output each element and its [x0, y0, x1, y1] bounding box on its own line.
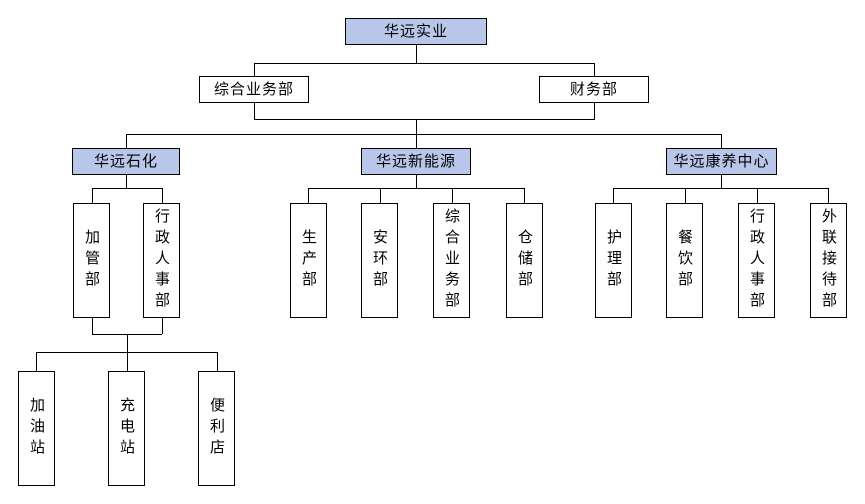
connector-line [308, 188, 309, 203]
node-label: 外联接待部 [820, 208, 838, 313]
node-label: 华远新能源 [375, 152, 456, 170]
connector-line [127, 334, 128, 352]
node-label: 餐饮部 [676, 229, 694, 292]
node-label: 仓储部 [516, 229, 534, 292]
node-label: 行政人事部 [748, 208, 766, 313]
connector-line [126, 134, 127, 148]
connector-line [594, 63, 595, 76]
node-gas-station: 加油站 [18, 371, 55, 486]
node-charging-station: 充电站 [108, 371, 145, 486]
connector-line [254, 63, 255, 76]
node-warehouse-dept: 仓储部 [506, 203, 543, 318]
node-label: 便利店 [208, 397, 226, 460]
node-label: 综合业务部 [213, 80, 294, 98]
connector-line [254, 63, 595, 64]
node-finance-dept: 财务部 [539, 76, 649, 103]
node-general-business-dept-new-energy: 综合业务部 [433, 203, 470, 318]
connector-line [613, 188, 829, 189]
node-label: 护理部 [605, 229, 623, 292]
node-label: 加管部 [83, 229, 101, 292]
node-nursing-dept: 护理部 [595, 203, 632, 318]
connector-line [721, 134, 722, 148]
connector-line [308, 188, 525, 189]
node-huayuan-new-energy: 华远新能源 [361, 148, 471, 175]
node-label: 华远实业 [383, 22, 448, 40]
connector-line [594, 103, 595, 119]
connector-line [92, 318, 93, 334]
connector-line [127, 352, 128, 371]
node-admin-hr-dept-wellness: 行政人事部 [738, 203, 775, 318]
node-gas-management-dept: 加管部 [73, 203, 110, 318]
node-admin-hr-dept-petrochemical: 行政人事部 [143, 203, 180, 318]
connector-line [828, 188, 829, 203]
connector-line [416, 119, 417, 148]
node-convenience-store: 便利店 [198, 371, 235, 486]
connector-line [254, 103, 255, 119]
connector-line [162, 318, 163, 334]
connector-line [92, 188, 93, 203]
node-label: 安环部 [371, 229, 389, 292]
node-label: 加油站 [28, 397, 46, 460]
node-label: 华远石化 [93, 152, 158, 170]
node-label: 综合业务部 [443, 208, 461, 313]
node-label: 充电站 [118, 397, 136, 460]
connector-line [685, 188, 686, 203]
node-catering-dept: 餐饮部 [666, 203, 703, 318]
node-safety-environment-dept: 安环部 [361, 203, 398, 318]
connector-line [613, 188, 614, 203]
connector-line [380, 188, 381, 203]
node-label: 行政人事部 [153, 208, 171, 313]
node-label: 华远康养中心 [673, 152, 770, 170]
node-general-business-dept: 综合业务部 [199, 76, 309, 103]
connector-line [126, 175, 127, 188]
node-production-dept: 生产部 [290, 203, 327, 318]
connector-line [524, 188, 525, 203]
connector-line [452, 188, 453, 203]
connector-line [757, 188, 758, 203]
connector-line [36, 352, 37, 371]
node-label: 生产部 [300, 229, 318, 292]
connector-line [126, 134, 722, 135]
connector-line [36, 352, 217, 353]
connector-line [254, 119, 595, 120]
connector-line [416, 45, 417, 63]
connector-line [217, 352, 218, 371]
connector-line [162, 188, 163, 203]
connector-line [92, 188, 162, 189]
node-huayuan-wellness-center: 华远康养中心 [666, 148, 777, 175]
node-label: 财务部 [569, 80, 618, 98]
node-huayuan-petrochemical: 华远石化 [72, 148, 180, 175]
node-external-liaison-reception-dept: 外联接待部 [810, 203, 847, 318]
node-huayuan-group: 华远实业 [345, 18, 487, 45]
connector-line [416, 175, 417, 188]
connector-line [721, 175, 722, 188]
